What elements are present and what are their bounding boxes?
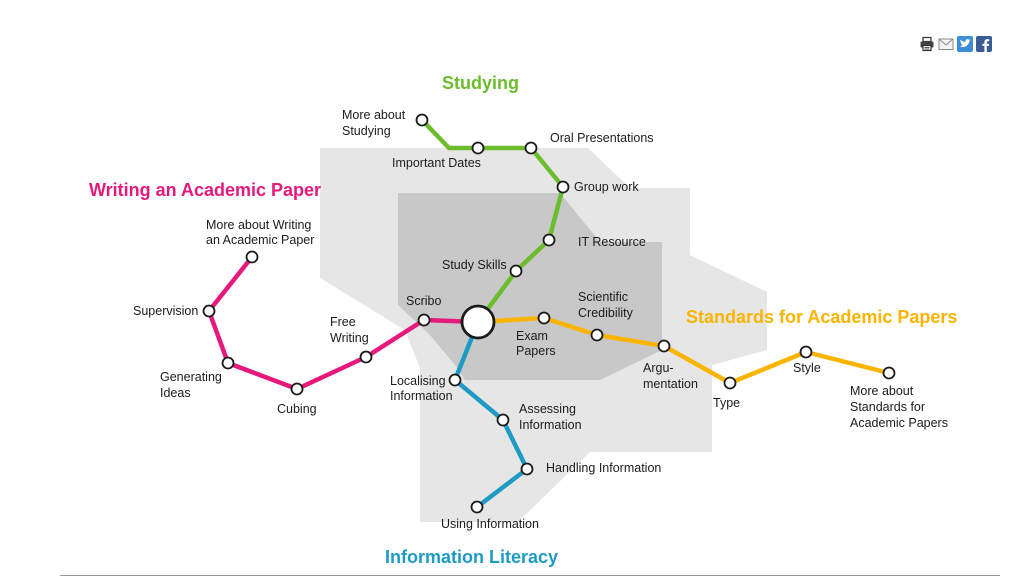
station-assessing-information[interactable] — [496, 413, 510, 427]
label-handling-information[interactable]: Handling Information — [546, 461, 661, 475]
label-using-information[interactable]: Using Information — [441, 517, 539, 531]
station-using-information[interactable] — [470, 500, 484, 514]
station-oral-presentations[interactable] — [524, 141, 538, 155]
station-it-resource[interactable] — [542, 233, 556, 247]
label-style[interactable]: Style — [793, 361, 821, 375]
station-style[interactable] — [799, 345, 813, 359]
station-handling-information[interactable] — [520, 462, 534, 476]
station-group-work[interactable] — [556, 180, 570, 194]
title-information[interactable]: Information Literacy — [385, 547, 558, 567]
title-studying[interactable]: Studying — [442, 73, 519, 93]
label-group-work[interactable]: Group work — [574, 180, 639, 194]
share-bar — [919, 36, 992, 52]
station-study-skills[interactable] — [509, 264, 523, 278]
label-argumentation[interactable]: Argu-mentation — [643, 361, 698, 391]
label-important-dates[interactable]: Important Dates — [392, 156, 481, 170]
station-more-about-writing[interactable] — [245, 250, 259, 264]
title-standards[interactable]: Standards for Academic Papers — [686, 307, 957, 327]
studying-line — [419, 117, 566, 325]
label-type[interactable]: Type — [713, 396, 740, 410]
station-important-dates[interactable] — [471, 141, 485, 155]
station-localising-information[interactable] — [448, 373, 462, 387]
label-study-skills[interactable]: Study Skills — [442, 258, 507, 272]
station-generating-ideas[interactable] — [221, 356, 235, 370]
label-cubing[interactable]: Cubing — [277, 402, 317, 416]
station-supervision[interactable] — [202, 304, 216, 318]
station-argumentation[interactable] — [657, 339, 671, 353]
facebook-f-icon[interactable] — [976, 36, 992, 52]
envelope-icon[interactable] — [938, 36, 954, 52]
station-scientific-credibility[interactable] — [590, 328, 604, 342]
station-cubing[interactable] — [290, 382, 304, 396]
title-writing[interactable]: Writing an Academic Paper — [89, 180, 321, 200]
station-more-about-studying[interactable] — [415, 113, 429, 127]
printer-icon[interactable] — [919, 36, 935, 52]
station-type[interactable] — [723, 376, 737, 390]
label-it-resource[interactable]: IT Resource — [578, 235, 646, 249]
label-supervision[interactable]: Supervision — [133, 304, 198, 318]
label-oral-presentations[interactable]: Oral Presentations — [550, 131, 654, 145]
bottom-divider — [60, 575, 1000, 576]
station-more-about-standards[interactable] — [882, 366, 896, 380]
central-hub-station[interactable] — [460, 304, 496, 340]
label-scribo[interactable]: Scribo — [406, 294, 441, 308]
station-free-writing[interactable] — [359, 350, 373, 364]
station-scribo[interactable] — [417, 313, 431, 327]
station-exam-papers[interactable] — [537, 311, 551, 325]
twitter-bird-icon[interactable] — [957, 36, 973, 52]
